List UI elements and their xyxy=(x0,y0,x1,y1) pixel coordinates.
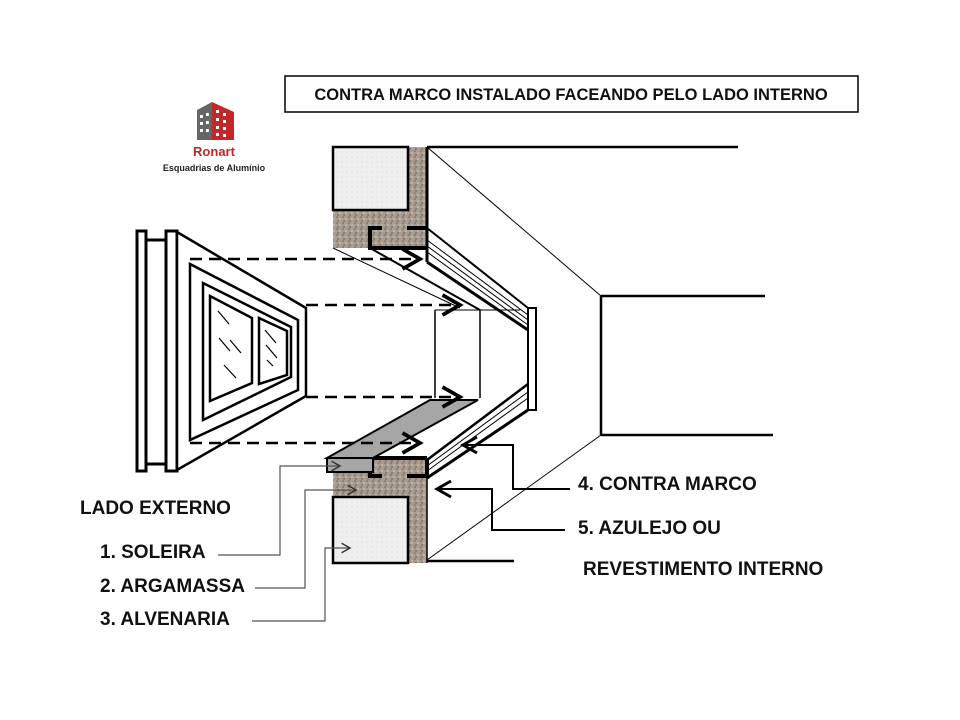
upper-wall-section xyxy=(331,145,481,311)
insertion-arrows xyxy=(190,247,464,455)
label-alvenaria: 3. ALVENARIA xyxy=(100,609,230,630)
upper-contra-marco xyxy=(368,226,427,250)
window-illustration xyxy=(135,229,308,473)
diagram-title: CONTRA MARCO INSTALADO FACEANDO PELO LAD… xyxy=(314,86,827,104)
lower-wall-section xyxy=(331,456,429,565)
label-soleira: 1. SOLEIRA xyxy=(100,542,206,563)
upper-reveal xyxy=(426,227,537,411)
ronart-logo: Ronart Esquadrias de Alumínio xyxy=(163,102,266,173)
label-lado-externo: LADO EXTERNO xyxy=(80,498,231,519)
interior-room xyxy=(426,145,773,563)
label-revestimento-interno: REVESTIMENTO INTERNO xyxy=(583,559,823,580)
logo-tagline: Esquadrias de Alumínio xyxy=(163,163,266,173)
glass-reflection-icon xyxy=(217,310,278,379)
lower-reveal xyxy=(426,383,529,480)
title-box: CONTRA MARCO INSTALADO FACEANDO PELO LAD… xyxy=(284,75,859,113)
label-azulejo: 5. AZULEJO OU xyxy=(578,518,721,539)
leader-lines xyxy=(218,435,570,622)
logo-name: Ronart xyxy=(193,144,236,159)
label-argamassa: 2. ARGAMASSA xyxy=(100,576,245,597)
label-contra-marco: 4. CONTRA MARCO xyxy=(578,474,757,495)
